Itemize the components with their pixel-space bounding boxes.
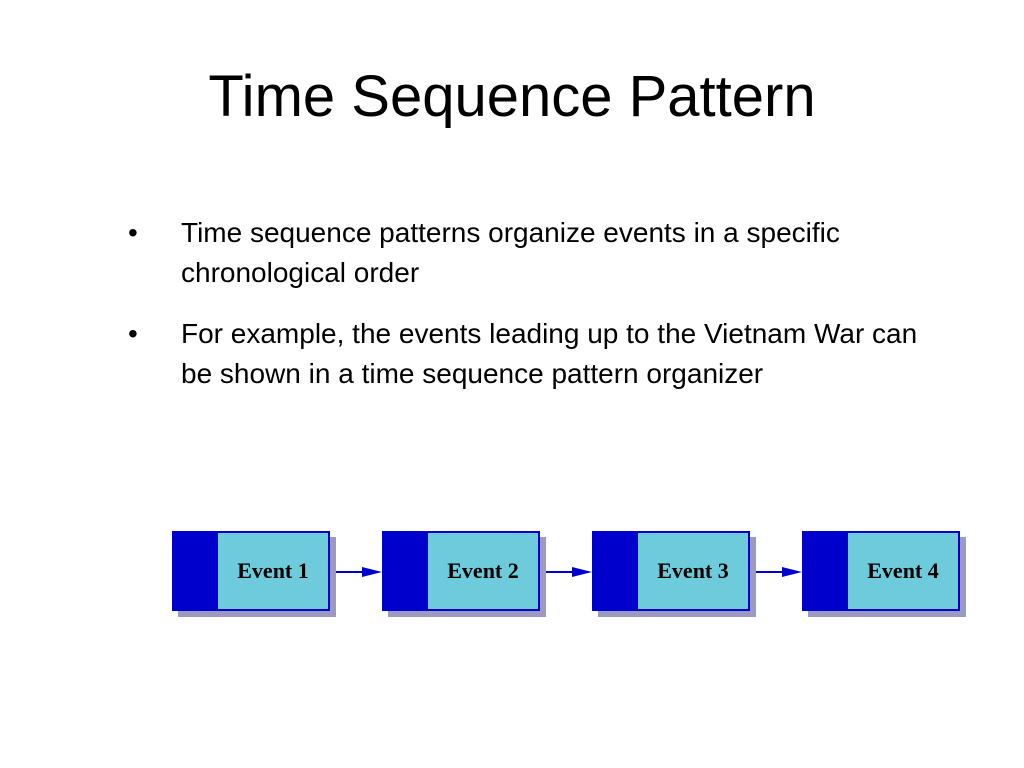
arrow-icon [546, 567, 592, 577]
event-tab [804, 533, 848, 609]
bullet-marker: • [128, 217, 138, 248]
event-label-3: Event 3 [657, 558, 729, 583]
event-box-2: Event 2 [382, 531, 546, 617]
bullet-item-2: • For example, the events leading up to … [128, 314, 918, 394]
event-body: Event 2 [382, 531, 540, 611]
event-body: Event 4 [802, 531, 960, 611]
event-tab [384, 533, 428, 609]
event-label-2: Event 2 [447, 558, 519, 583]
arrow-icon [756, 567, 802, 577]
bullet-text: Time sequence patterns organize events i… [181, 217, 840, 288]
bullet-list: • Time sequence patterns organize events… [128, 213, 918, 415]
event-body: Event 1 [172, 531, 330, 611]
bullet-text: For example, the events leading up to th… [181, 318, 918, 389]
event-label-1: Event 1 [237, 558, 309, 583]
bullet-item-1: • Time sequence patterns organize events… [128, 213, 918, 293]
event-box-1: Event 1 [172, 531, 336, 617]
event-body: Event 3 [592, 531, 750, 611]
arrow-icon [336, 567, 382, 577]
event-box-3: Event 3 [592, 531, 756, 617]
event-tab [174, 533, 218, 609]
event-tab [594, 533, 638, 609]
event-label-4: Event 4 [867, 558, 939, 583]
bullet-marker: • [128, 318, 138, 349]
event-box-4: Event 4 [802, 531, 966, 617]
slide-title: Time Sequence Pattern [208, 64, 816, 129]
